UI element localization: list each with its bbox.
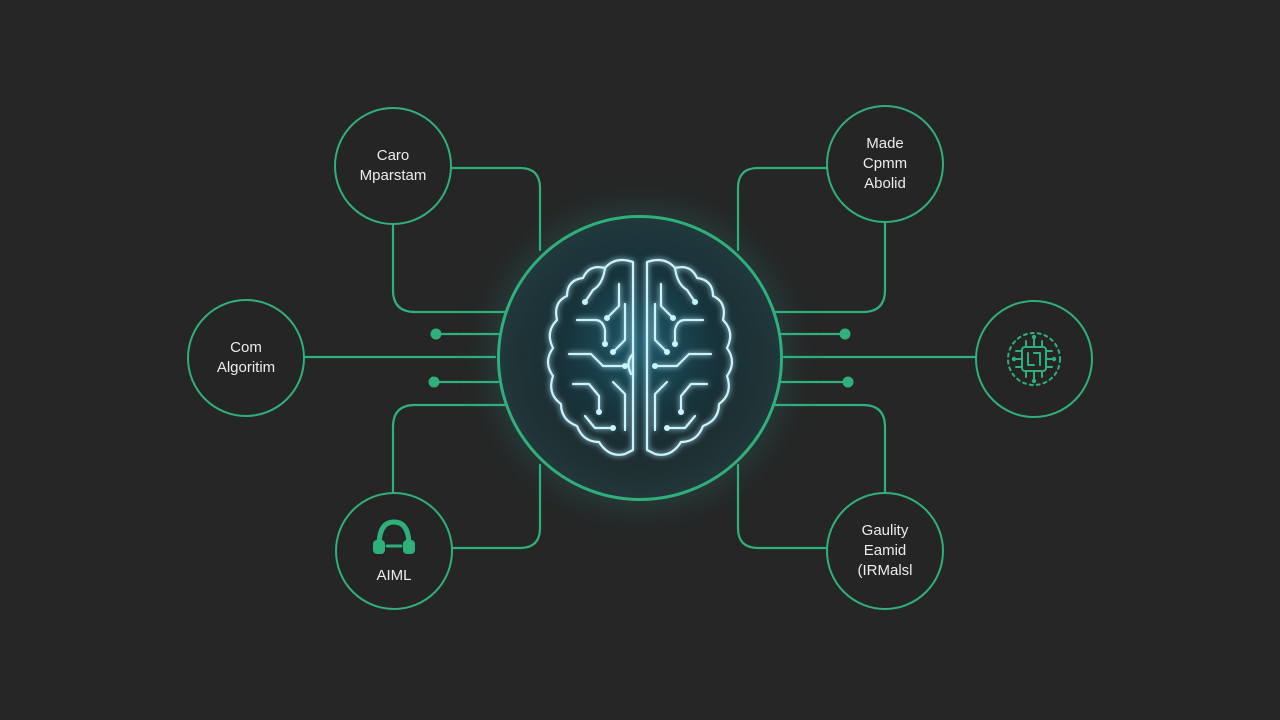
node-label-line: Mparstam	[359, 167, 427, 184]
connector-dot	[842, 376, 854, 388]
node-top-left: Caro Mparstam	[334, 107, 452, 225]
node-label-line: Com	[230, 339, 262, 356]
brain-circuit-icon	[546, 258, 734, 456]
connector-bottom-right-lower	[736, 463, 828, 550]
node-bottom-left: AIML	[335, 492, 453, 610]
headphones-icon	[373, 519, 415, 554]
node-middle-left: Com Algoritim	[187, 299, 305, 417]
processor-chip-icon	[1007, 332, 1061, 386]
central-hub	[497, 215, 783, 501]
node-label-line: Gaulity	[861, 522, 909, 539]
connector-top-right-upper	[736, 166, 830, 252]
node-label-line: Abolid	[864, 175, 906, 192]
node-label-line: Cpmm	[862, 155, 908, 172]
node-middle-right	[975, 300, 1093, 418]
node-label-line: AIML	[376, 567, 412, 584]
connector-top-right-lower	[773, 221, 887, 314]
connector-bottom-right-upper	[773, 403, 887, 494]
node-label-line: Made	[866, 135, 904, 152]
connector-top-left-lower	[391, 223, 507, 314]
node-label-line: Caro	[376, 147, 410, 164]
connector-bottom-left-lower	[451, 463, 542, 550]
connector-bottom-left-upper	[391, 403, 507, 494]
connector-dot	[430, 328, 442, 340]
node-label-line: Algoritim	[216, 359, 276, 376]
node-top-right: Made Cpmm Abolid	[826, 105, 944, 223]
node-label-line: Eamid	[863, 542, 907, 559]
node-label-line: (IRMalsl	[857, 562, 913, 579]
connector-top-left-upper	[450, 166, 542, 252]
node-bottom-right: Gaulity Eamid (IRMalsl	[826, 492, 944, 610]
connector-dot	[839, 328, 851, 340]
connector-dot	[428, 376, 440, 388]
